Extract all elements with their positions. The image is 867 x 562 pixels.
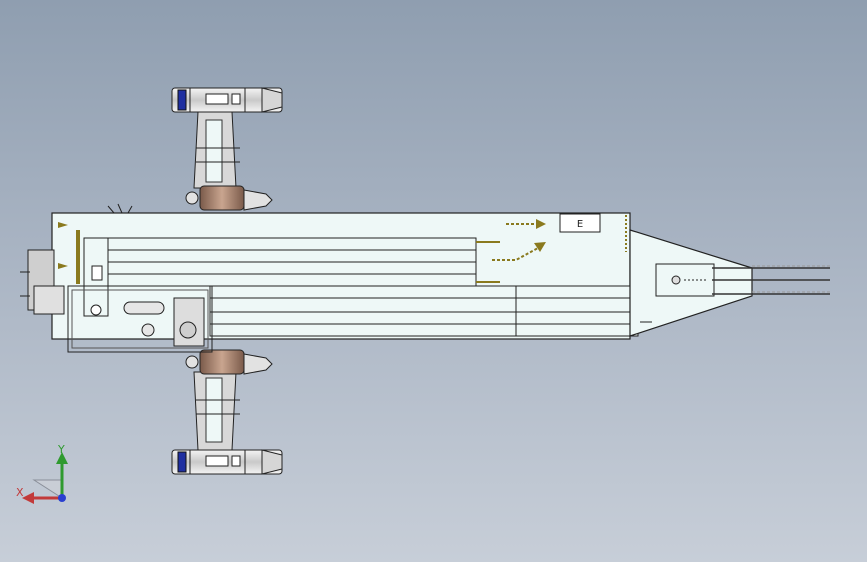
cannon-barrels <box>712 265 830 295</box>
main-hull[interactable]: E <box>20 203 639 353</box>
y-axis-label: Y <box>58 443 65 456</box>
engine-cap-icon <box>177 451 187 473</box>
hatch-panel[interactable] <box>559 213 601 233</box>
prow-section[interactable] <box>629 229 753 337</box>
arrow-icon <box>492 242 546 261</box>
z-axis-dot-icon <box>58 494 66 502</box>
lower-engine-nacelle[interactable] <box>171 449 283 475</box>
lower-pylon[interactable] <box>185 349 273 451</box>
upper-engine-nacelle[interactable] <box>171 87 283 113</box>
accent-bar <box>76 230 80 284</box>
axis-triad <box>22 452 68 504</box>
hatch-label: E <box>577 219 583 230</box>
arrow-icon <box>506 219 546 229</box>
x-axis-label: X <box>16 486 24 499</box>
engine-cap-icon <box>177 89 187 111</box>
upper-pylon[interactable] <box>185 111 273 211</box>
